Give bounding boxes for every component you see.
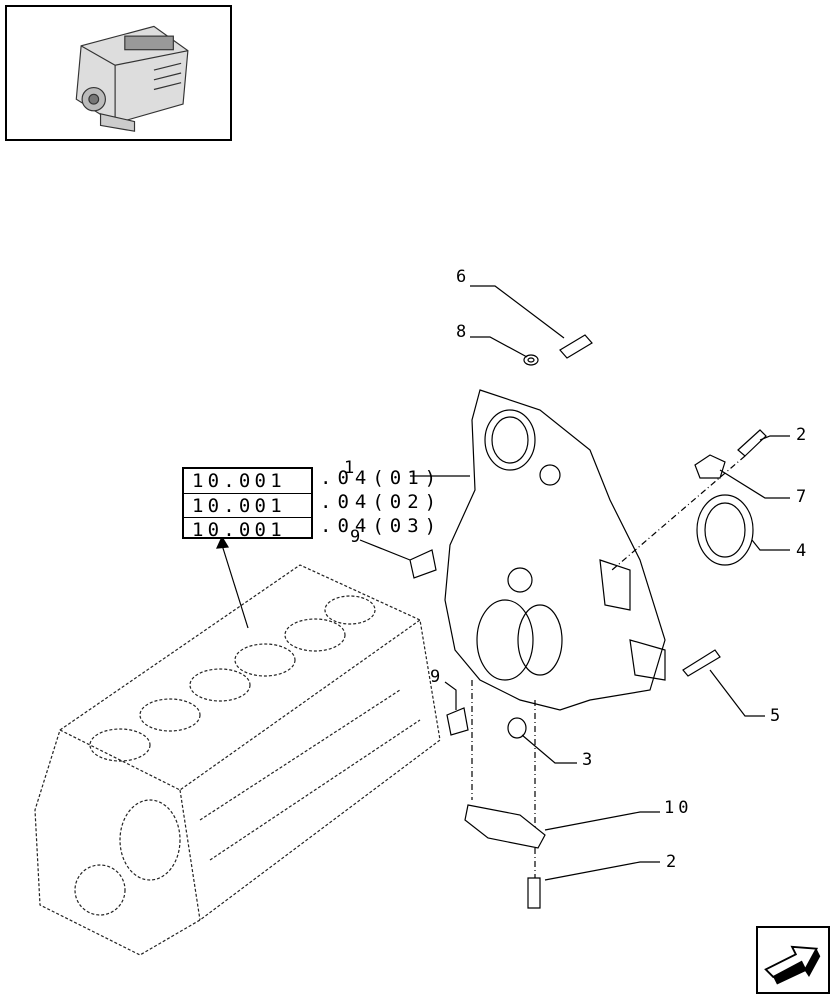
reference-suffix: .04(03) [320,515,443,537]
reference-prefix: 10.001 [192,495,286,517]
reference-row[interactable]: 10.001 [184,493,311,518]
callout-9-bottom: 9 [430,667,445,687]
callout-10: 10 [664,798,693,818]
engine-thumbnail [5,5,232,141]
callout-5: 5 [770,706,785,726]
callout-7: 7 [796,487,811,507]
seal-4 [696,494,754,566]
reference-row[interactable]: 10.001 [184,517,311,542]
gasket-7 [694,454,726,479]
callout-3: 3 [582,750,597,770]
next-page-arrow-icon [764,945,821,985]
plug-3 [507,717,527,739]
reference-prefix: 10.001 [192,470,286,492]
engine-thumbnail-icon [75,25,189,132]
callout-4: 4 [796,541,811,561]
next-page-button[interactable] [756,926,830,994]
reference-leader-line [221,544,249,629]
callout-6: 6 [456,267,471,287]
bolt-2-top [737,429,767,457]
callout-9-top: 9 [350,527,365,547]
callout-1: 1 [344,458,359,478]
callout-2-top: 2 [796,425,811,445]
washer-8 [523,354,539,366]
bolt-5 [682,649,721,677]
callout-2-bottom: 2 [666,852,681,872]
reference-prefix: 10.001 [192,519,286,541]
reference-suffix: .04(01) [320,467,443,489]
reference-row[interactable]: 10.001 [184,469,311,493]
cover-plate-10 [464,804,546,849]
sleeve-9-bottom [446,707,469,736]
sleeve-9-top [409,549,437,579]
callout-8: 8 [456,322,471,342]
reference-table: 10.001 10.001 10.001 [182,467,313,542]
front-cover-part [444,389,666,711]
engine-block-outline [34,564,441,956]
bolt-6 [559,334,593,359]
bolt-2-bottom [527,877,541,909]
reference-suffix: .04(02) [320,491,443,513]
